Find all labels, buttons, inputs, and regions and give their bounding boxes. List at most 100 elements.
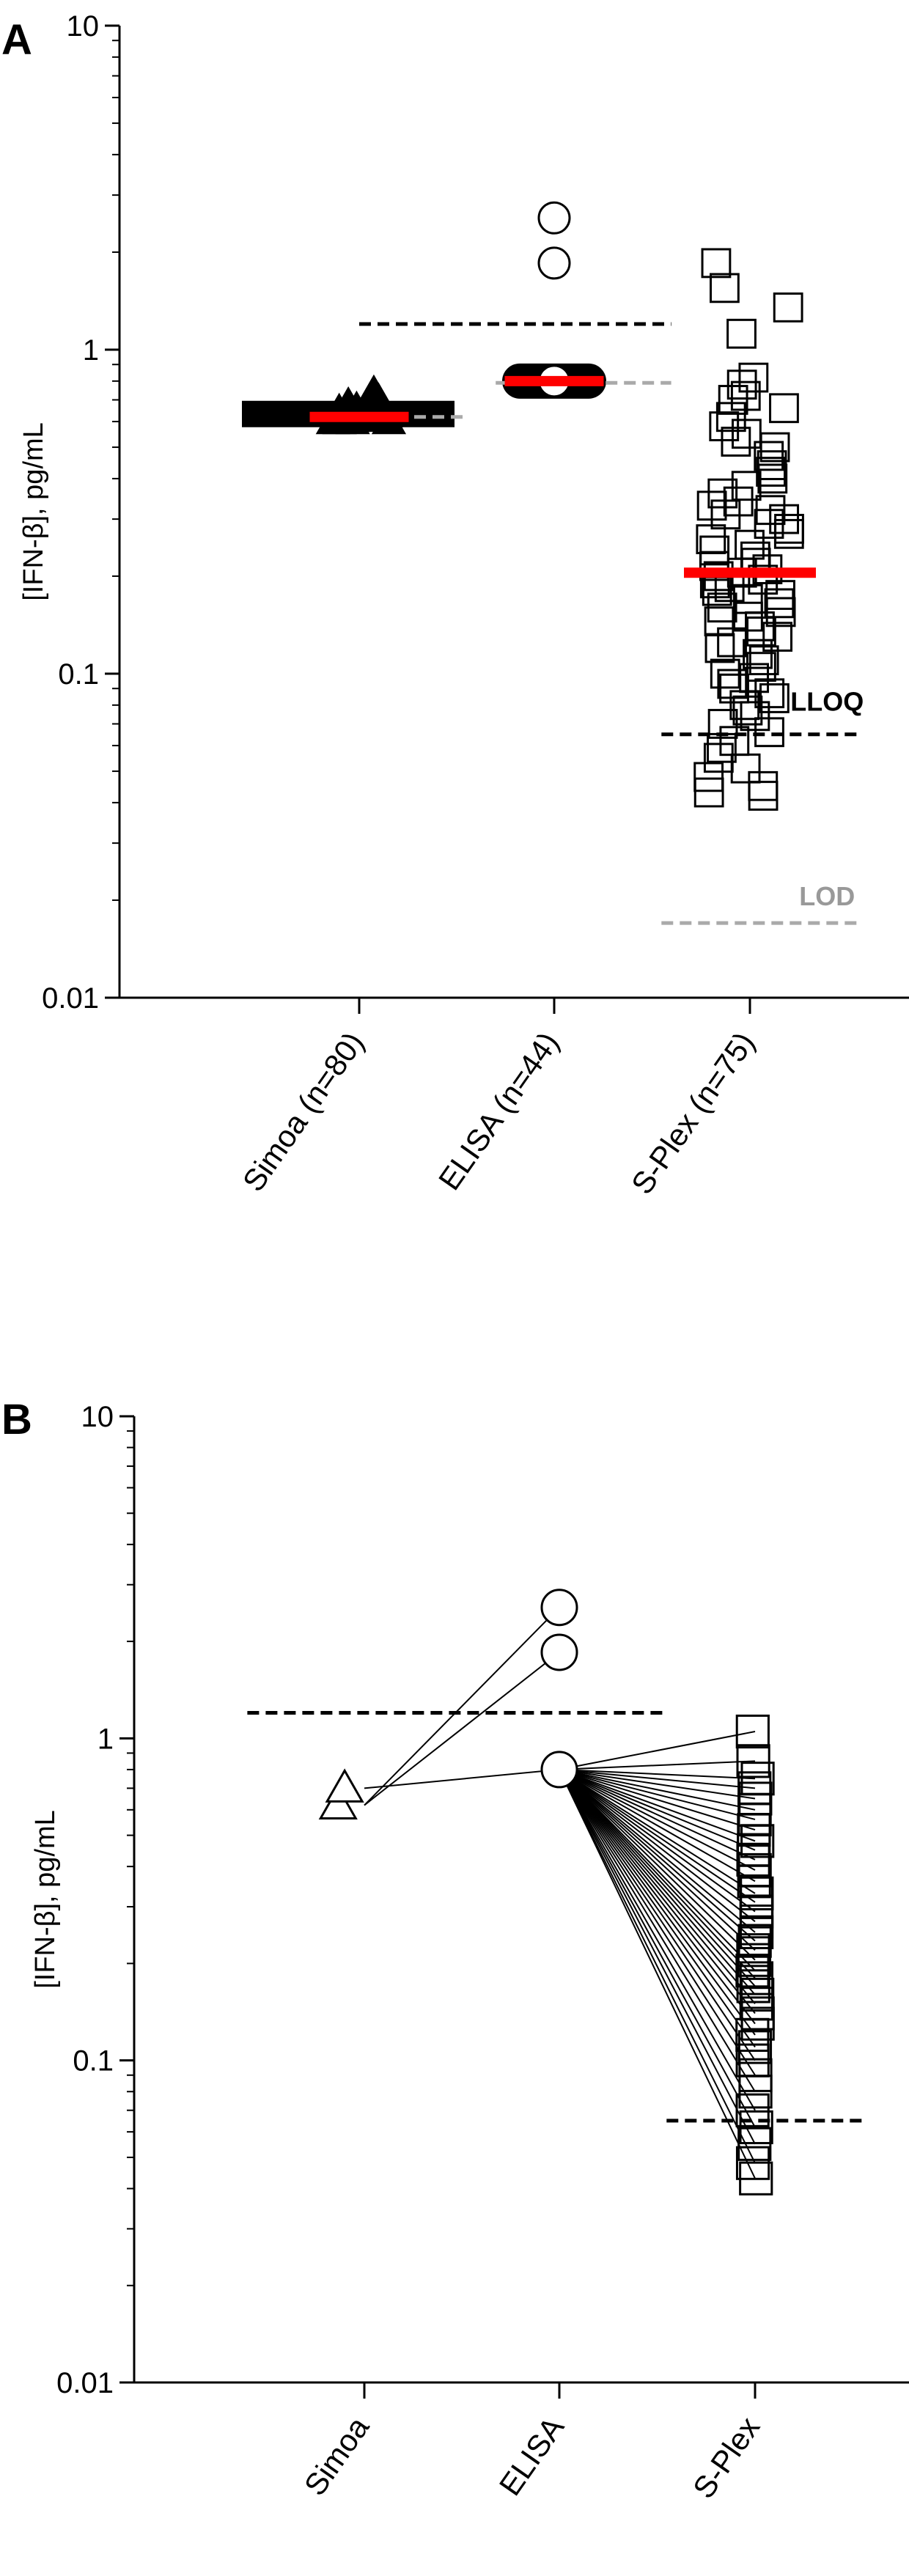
data-point-square: [735, 2017, 770, 2052]
data-point-square: [731, 471, 762, 501]
data-point-square: [737, 2127, 772, 2161]
data-point-square: [735, 1714, 770, 1749]
y-tick-label: 10: [81, 1401, 114, 1433]
pair-line: [559, 1769, 756, 1987]
pair-line: [559, 1768, 756, 1780]
data-point-circle: [537, 201, 571, 235]
data-point-square: [726, 369, 757, 400]
pair-line: [559, 1769, 756, 2014]
data-point-square: [707, 732, 737, 763]
data-point-square: [748, 564, 779, 595]
reference-line-label: LLOQ: [790, 687, 864, 717]
pair-line: [559, 1769, 756, 1933]
pair-line: [559, 1769, 756, 1971]
pair-line: [559, 1769, 756, 2036]
data-point-square: [737, 1813, 771, 1847]
data-point-square: [737, 1943, 772, 1977]
pair-line: [559, 1769, 756, 2164]
data-point-square: [739, 2161, 773, 2196]
data-point-square: [738, 362, 769, 393]
x-tick-label: Simoa: [298, 2410, 376, 2502]
data-point-square: [754, 441, 784, 471]
data-point-square: [718, 385, 748, 415]
data-point-square: [735, 2093, 770, 2127]
y-axis-label: [IFN-β], pg/mL: [30, 1810, 61, 1989]
pair-line: [559, 1769, 756, 1961]
data-point-square: [704, 633, 735, 663]
pair-line: [559, 1769, 756, 1979]
data-point-square: [748, 645, 779, 676]
x-tick-label: ELISA: [493, 2410, 571, 2502]
data-point-circle: [540, 1633, 578, 1671]
pair-line: [559, 1769, 756, 1883]
data-point-square: [699, 535, 730, 566]
data-point-square: [710, 273, 740, 303]
y-tick-label: 0.1: [58, 658, 99, 691]
x-tick-label: Simoa (n=80): [236, 1026, 371, 1197]
pair-line: [559, 1768, 756, 1831]
reference-line-label: LOD: [799, 881, 855, 911]
pair-line: [559, 1769, 756, 2048]
data-point-square: [738, 2075, 773, 2109]
pair-line: [559, 1769, 756, 1995]
pair-line: [559, 1768, 756, 1820]
data-point-square: [701, 248, 732, 279]
data-point-square: [737, 1864, 771, 1899]
data-point-square: [737, 2030, 773, 2064]
pair-line: [364, 1768, 560, 1789]
data-point-square: [765, 580, 795, 610]
pair-line: [559, 1769, 756, 2145]
data-point-square: [746, 616, 776, 647]
data-point-square: [721, 427, 751, 457]
pair-line: [559, 1768, 756, 1811]
data-point-square: [746, 652, 776, 682]
pair-line: [559, 1769, 756, 1903]
data-point-square: [740, 2006, 775, 2041]
data-point-square: [737, 1924, 772, 1958]
pair-line: [559, 1769, 756, 2111]
data-point-square: [726, 318, 757, 349]
pair-line: [559, 1731, 756, 1770]
pair-line: [559, 1769, 756, 1922]
data-point-circle: [537, 246, 571, 280]
pair-line: [559, 1769, 756, 2179]
data-point-square: [707, 478, 738, 509]
data-point-square: [709, 411, 740, 441]
pair-line: [559, 1769, 756, 2025]
data-point-square: [740, 1824, 775, 1858]
data-point-square: [754, 717, 784, 748]
data-point-square: [736, 1744, 770, 1778]
y-axis-label: [IFN-β], pg/mL: [18, 422, 49, 601]
data-point-square: [773, 292, 803, 323]
data-point-square: [773, 518, 804, 549]
x-tick-label: S-Plex (n=75): [625, 1026, 761, 1200]
pair-line: [559, 1769, 756, 1913]
pair-line: [559, 1769, 756, 1942]
data-point-square: [717, 669, 748, 699]
pair-line: [559, 1760, 756, 1770]
data-point-circle: [540, 1751, 578, 1789]
pair-line: [559, 1769, 756, 2092]
data-point-square: [764, 588, 795, 619]
panel-letter-b: B: [1, 1396, 32, 1443]
x-tick-label: ELISA (n=44): [432, 1026, 565, 1196]
data-point-triangle: [325, 1768, 364, 1803]
pair-line: [364, 1652, 560, 1806]
data-point-square: [693, 762, 724, 792]
pair-line: [559, 1768, 756, 1800]
data-point-square: [748, 781, 779, 811]
y-tick-label: 0.1: [73, 2045, 114, 2078]
pair-line: [559, 1768, 756, 1842]
pair-line: [559, 1769, 756, 2061]
pair-line: [559, 1769, 756, 2076]
data-point-square: [715, 402, 746, 433]
data-point-square: [757, 463, 788, 494]
data-point-square: [710, 499, 741, 530]
data-point-square: [740, 1915, 774, 1949]
y-tick-label: 0.01: [56, 2367, 114, 2399]
pair-line: [559, 1768, 756, 1789]
data-point-square: [736, 1969, 770, 2003]
data-point-square: [729, 690, 760, 721]
